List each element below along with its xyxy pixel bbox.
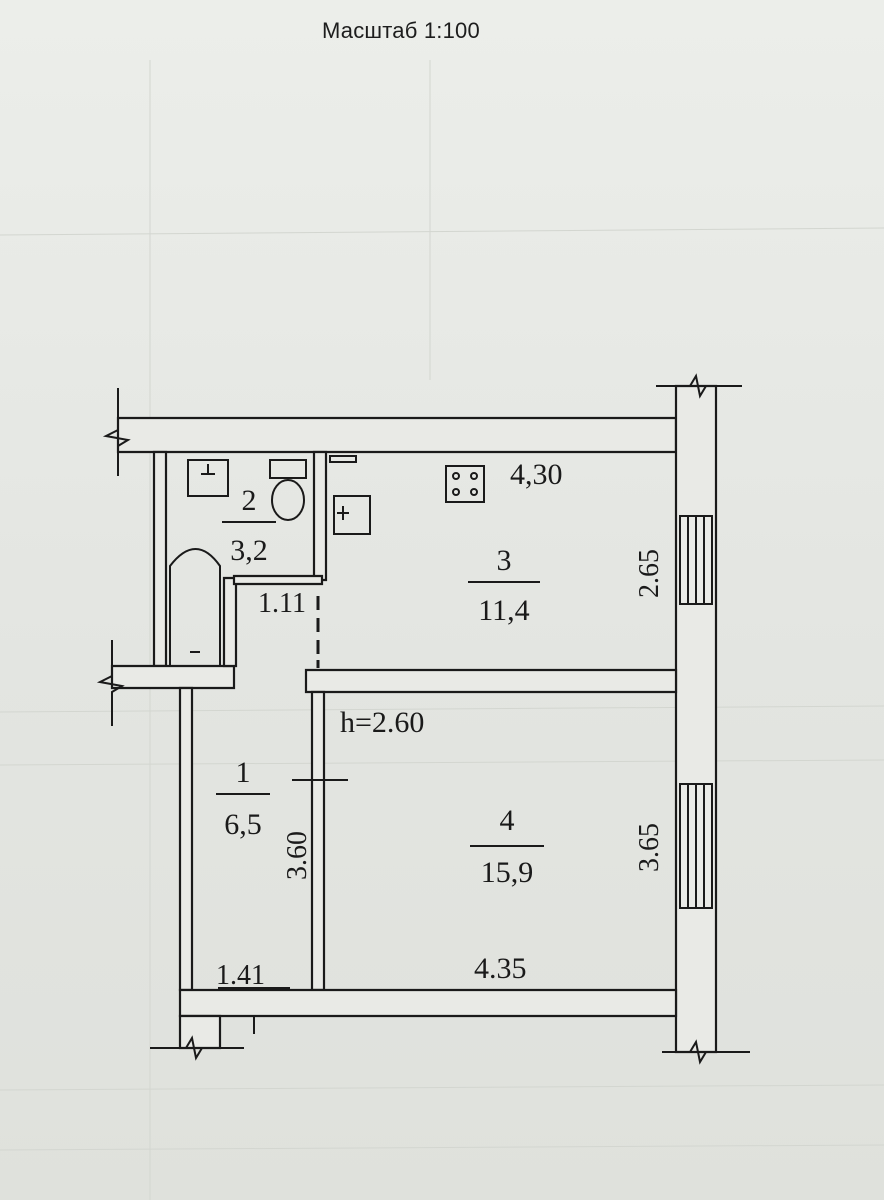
hall-width-label: 1.41	[216, 960, 265, 991]
vent-icon	[329, 455, 357, 463]
bath-kitchen-partition	[312, 450, 328, 582]
bottom-wall	[178, 988, 678, 1018]
room-1-area: 6,5	[224, 808, 262, 841]
top-wall	[116, 416, 678, 454]
toilet-tank-icon	[269, 459, 307, 479]
bath-width-label: 1.11	[258, 588, 306, 619]
room-3-area: 11,4	[478, 594, 529, 627]
ceiling-height-label: h=2.60	[340, 706, 424, 739]
room-2-area: 3,2	[230, 534, 268, 567]
bathtub-icon	[169, 548, 221, 666]
room-1-number: 1	[236, 756, 251, 789]
bath-sink-icon	[187, 459, 229, 497]
bath-door-lintel	[232, 574, 324, 586]
break-marks	[96, 373, 750, 1065]
fixtures	[169, 455, 485, 666]
room-4-area: 15,9	[481, 856, 534, 889]
hall-left-wall	[178, 686, 194, 992]
scale-label: Масштаб 1:100	[322, 18, 480, 43]
room-4-number: 4	[500, 804, 515, 837]
entry-wall-stub	[110, 664, 236, 690]
right-wall	[674, 384, 718, 1054]
toilet-bowl-icon	[271, 479, 305, 521]
room-width-label: 4.35	[474, 952, 527, 985]
paper-rule-lines	[0, 60, 884, 1200]
windows	[679, 515, 713, 909]
hall-length-label: 3.60	[282, 831, 313, 880]
stove-icon	[445, 465, 485, 503]
room-3-number: 3	[497, 544, 512, 577]
kitchen-depth-label: 2.65	[634, 549, 665, 598]
kitchen-sink-icon	[333, 495, 371, 535]
kitchen-width-label: 4,30	[510, 458, 563, 491]
room-depth-label: 3.65	[634, 823, 665, 872]
bath-lower-partition	[222, 576, 238, 668]
hall-room-partition	[310, 690, 326, 992]
fraction-lines	[216, 521, 544, 1034]
bottom-left-jamb	[178, 1014, 222, 1050]
bath-left-wall	[152, 450, 168, 668]
room-2-number: 2	[242, 484, 257, 517]
kitchen-room-divider	[304, 668, 678, 694]
